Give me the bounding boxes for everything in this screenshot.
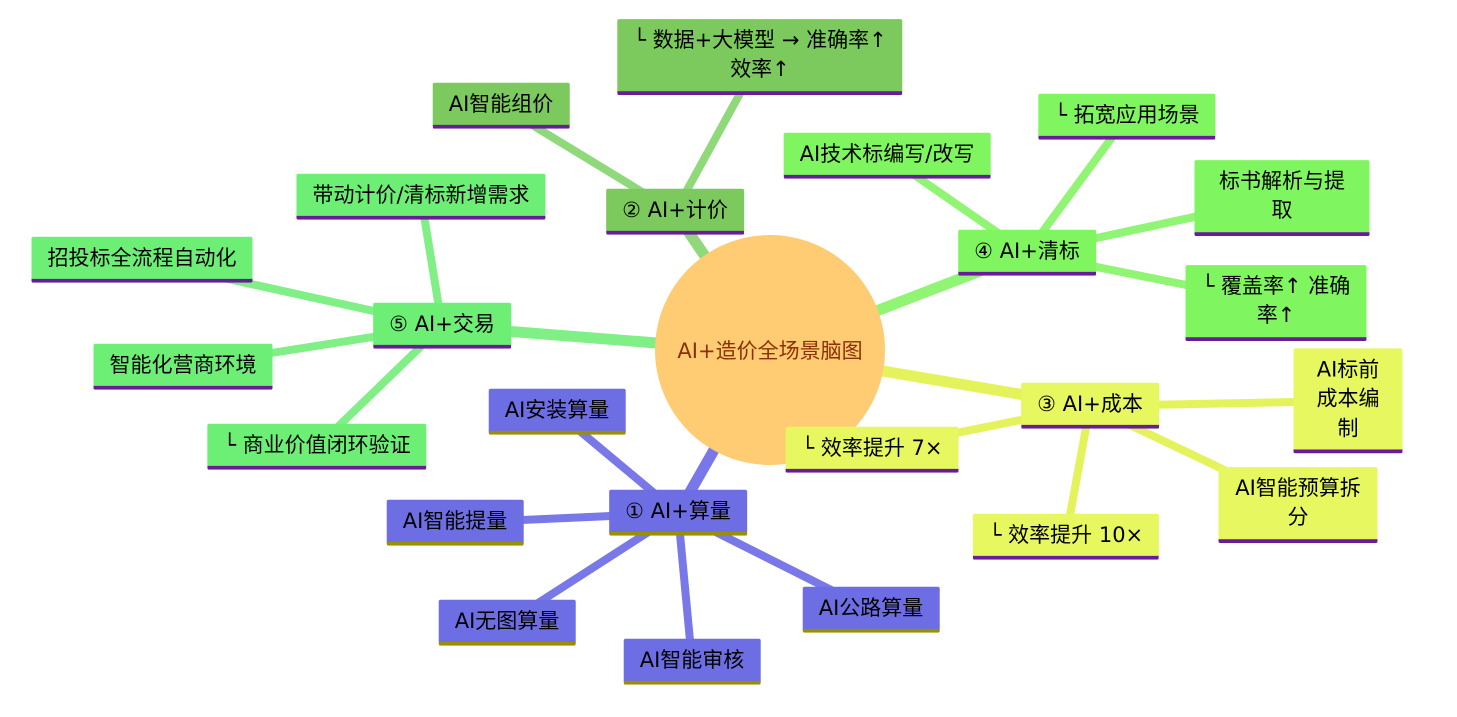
child-node-jiaoyi-1[interactable]: 招投标全流程自动化 (31, 236, 253, 284)
child-node-chengben-0[interactable]: AI标前成本编制 (1293, 348, 1403, 454)
branch-node-jiaoyi[interactable]: ⑤ AI+交易 (373, 302, 511, 350)
child-node-suanliang-2[interactable]: AI无图算量 (438, 599, 576, 647)
child-node-jijia-1[interactable]: └ 数据+大模型 → 准确率↑ 效率↑ (617, 19, 903, 95)
child-node-qingbiao-3[interactable]: └ 覆盖率↑ 准确率↑ (1185, 265, 1367, 341)
child-node-jiaoyi-2[interactable]: 智能化营商环境 (93, 343, 273, 391)
child-node-chengben-1[interactable]: AI智能预算拆分 (1218, 467, 1378, 543)
child-node-qingbiao-1[interactable]: └ 拓宽应用场景 (1038, 93, 1216, 141)
branch-node-jijia[interactable]: ② AI+计价 (606, 188, 744, 236)
child-node-chengben-2[interactable]: └ 效率提升 10× (972, 513, 1160, 561)
branch-node-suanliang[interactable]: ① AI+算量 (609, 489, 747, 537)
child-node-suanliang-4[interactable]: AI公路算量 (802, 586, 940, 634)
child-node-suanliang-0[interactable]: AI安装算量 (488, 388, 626, 436)
center-topic[interactable]: AI+造价全场景脑图 (655, 235, 885, 465)
child-node-suanliang-3[interactable]: AI智能审核 (623, 638, 761, 686)
child-node-suanliang-1[interactable]: AI智能提量 (386, 499, 524, 547)
child-node-chengben-3[interactable]: └ 效率提升 7× (785, 426, 959, 474)
child-node-qingbiao-2[interactable]: 标书解析与提取 (1194, 160, 1370, 236)
branch-node-qingbiao[interactable]: ④ AI+清标 (958, 229, 1096, 277)
branch-node-chengben[interactable]: ③ AI+成本 (1021, 382, 1159, 430)
child-node-jiaoyi-3[interactable]: └ 商业价值闭环验证 (207, 423, 427, 471)
child-node-jijia-0[interactable]: AI智能组价 (432, 82, 570, 130)
child-node-qingbiao-0[interactable]: AI技术标编写/改写 (783, 132, 991, 180)
child-node-jiaoyi-0[interactable]: 带动计价/清标新增需求 (296, 173, 546, 221)
